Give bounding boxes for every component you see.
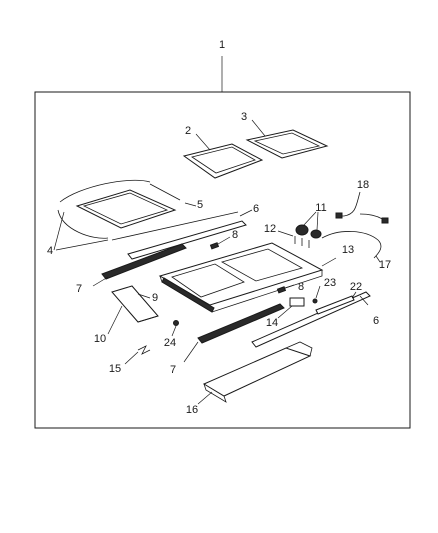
callout-7b: 7 [170,364,176,376]
callout-17: 17 [379,259,391,271]
part-24-screw [171,320,179,337]
callout-15: 15 [109,363,121,375]
part-13-main-housing [158,242,337,313]
callout-11: 11 [315,202,326,214]
part-11-motor [295,211,322,239]
part-7-left-track [92,243,187,287]
callout-9: 9 [152,292,158,304]
part-2-front-glass [182,133,264,179]
callout-4: 4 [47,245,53,257]
part-18-harness [335,191,389,224]
callout-2: 2 [185,125,191,137]
part-14-control-module [277,297,305,319]
part-23-bracket [312,285,321,304]
callout-22: 22 [350,281,362,293]
callout-6b: 6 [373,315,379,327]
callout-24: 24 [164,337,176,349]
callout-8a: 8 [232,229,238,241]
assembly-frame [34,91,411,429]
callout-12: 12 [264,223,276,235]
part-6-upper-rail [127,209,253,260]
callout-7a: 7 [76,283,82,295]
part-4-5-seal-frame [53,179,239,251]
part-17-drain-hose [321,231,382,263]
callout-14: 14 [266,317,278,329]
callout-3: 3 [241,111,247,123]
callout-16: 16 [186,404,198,416]
part-8-clip-lower [276,284,295,294]
callout-23: 23 [324,277,336,289]
callout-1: 1 [219,39,225,51]
part-8-clip-upper [209,236,231,250]
part-9-10-deflector [107,285,159,335]
callout-10: 10 [94,333,106,345]
callout-8b: 8 [298,281,304,293]
part-12-fasteners [277,230,310,248]
callout-6a: 6 [253,203,259,215]
part-22-right-rail [251,291,371,348]
part-7-right-track [183,303,285,363]
part-3-rear-glass [245,119,329,159]
part-16-sunshade [197,341,313,405]
callout-13: 13 [342,244,354,256]
callout-18: 18 [357,179,369,191]
part-15-spring [124,345,151,365]
callout-5: 5 [197,199,203,211]
